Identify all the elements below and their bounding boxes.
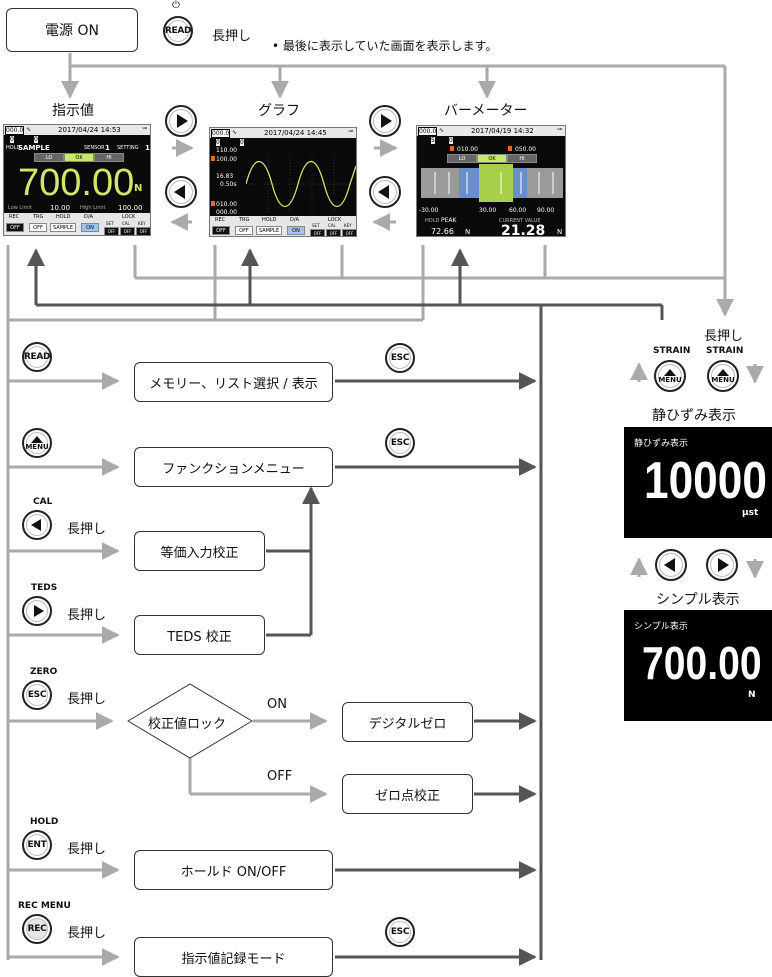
simple-display-title: シンプル表示	[656, 592, 740, 608]
power-icon: ⏻	[172, 0, 180, 11]
zero-cal-box: ゼロ点校正	[342, 774, 473, 814]
memory-box: メモリー、リスト選択 / 表示	[134, 362, 333, 402]
triangle-right-icon	[718, 558, 729, 572]
power-note: • 最後に表示していた画面を表示します。	[272, 39, 498, 53]
triangle-up-icon	[31, 435, 43, 443]
triangle-right-icon	[381, 114, 392, 128]
indicator-value: 700.00	[18, 162, 135, 204]
triangle-right-icon	[177, 114, 188, 128]
rec-caption: REC MENU	[18, 901, 71, 911]
cal-caption: CAL	[33, 497, 53, 507]
power-long-press: 長押し	[212, 29, 252, 44]
lock-on-label: ON	[267, 697, 287, 712]
equiv-input-cal-box: 等価入力校正	[134, 531, 265, 571]
simple-left-button[interactable]	[655, 549, 687, 581]
simple-display-panel: シンプル表示 700.00 N	[624, 610, 772, 721]
read-button-power[interactable]: READ	[163, 16, 193, 46]
left-key-1[interactable]	[165, 176, 197, 208]
lock-off-label: OFF	[267, 769, 293, 784]
triangle-right-icon	[33, 605, 44, 617]
rec-mode-box: 指示値記録モード	[134, 937, 333, 977]
triangle-left-icon	[378, 185, 389, 199]
strain-caption-2: STRAIN	[706, 346, 744, 356]
indicator-title: 指示値	[52, 103, 94, 119]
hold-box: ホールド ON/OFF	[134, 850, 333, 890]
zero-long-press: 長押し	[67, 692, 107, 707]
lock-decision: 校正値ロック	[148, 717, 227, 732]
hold-caption: HOLD	[30, 817, 59, 827]
left-key-2[interactable]	[369, 176, 401, 208]
strain-menu-button-2[interactable]: MENU	[707, 360, 739, 392]
strain-display-panel: 静ひずみ表示 10000 μst	[624, 427, 772, 538]
cal-left-button[interactable]	[22, 510, 52, 540]
graph-screen: 000.0 ∿ 2017/04/24 14:45 ⊸ 0 0 110.00 10…	[209, 127, 357, 237]
teds-cal-box: TEDS 校正	[134, 615, 265, 655]
power-on-box: 電源 ON	[6, 8, 138, 52]
indicator-screen: 000.0 ∿ 2017/04/24 14:53 ⊸ 0 0 HOLD SAMP…	[3, 124, 151, 236]
read-button[interactable]: READ	[22, 342, 52, 372]
teds-long-press: 長押し	[67, 608, 107, 623]
triangle-up-icon	[717, 368, 729, 376]
triangle-left-icon	[30, 519, 41, 531]
simple-value: 700.00	[642, 637, 762, 689]
ent-button[interactable]: ENT	[22, 830, 52, 860]
esc-button-memory[interactable]: ESC	[385, 343, 415, 373]
triangle-left-icon	[174, 185, 185, 199]
strain-menu-button-1[interactable]: MENU	[654, 360, 686, 392]
right-key-2[interactable]	[369, 105, 401, 137]
hold-long-press: 長押し	[67, 842, 107, 857]
triangle-left-icon	[664, 558, 675, 572]
strain-display-title: 静ひずみ表示	[652, 408, 736, 424]
rec-button[interactable]: REC	[22, 914, 52, 944]
strain-long-press: 長押し	[704, 329, 744, 344]
bar-title: バーメーター	[444, 103, 528, 119]
simple-right-button[interactable]	[706, 549, 738, 581]
function-menu-box: ファンクションメニュー	[134, 447, 333, 487]
right-key-1[interactable]	[165, 105, 197, 137]
cal-long-press: 長押し	[67, 522, 107, 537]
digital-zero-box: デジタルゼロ	[342, 702, 473, 742]
triangle-up-icon	[664, 368, 676, 376]
teds-right-button[interactable]	[22, 596, 52, 626]
bar-screen: 000.0 ∿ 2017/04/19 14:32 ⊸ 5 0 010.00 05…	[416, 125, 566, 237]
zero-caption: ZERO	[30, 667, 58, 677]
lock-diamond-shape	[127, 683, 253, 759]
teds-caption: TEDS	[31, 583, 58, 593]
bar-meter-graphic	[421, 164, 563, 202]
menu-button[interactable]: MENU	[22, 428, 52, 458]
graph-title: グラフ	[258, 103, 300, 119]
strain-caption-1: STRAIN	[653, 346, 691, 356]
graph-wave	[246, 154, 356, 214]
strain-value: 10000	[644, 452, 767, 510]
esc-zero-button[interactable]: ESC	[22, 680, 52, 710]
rec-long-press: 長押し	[67, 926, 107, 941]
esc-button-function[interactable]: ESC	[385, 428, 415, 458]
esc-button-rec[interactable]: ESC	[385, 917, 415, 947]
